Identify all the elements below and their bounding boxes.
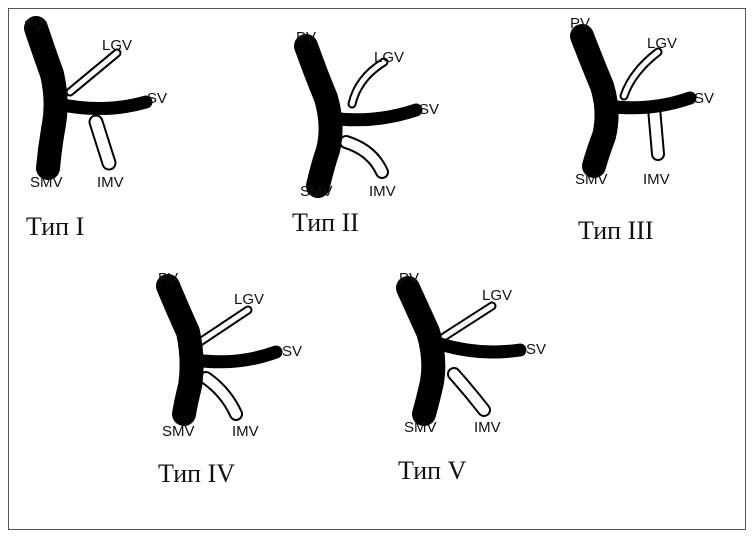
variant-5-lgv-label: LGV — [482, 287, 512, 304]
variant-2-vessels — [294, 34, 423, 198]
variant-2-sv-label: SV — [419, 101, 439, 118]
variant-5: PV LGV SV SMV IMV — [396, 270, 546, 436]
variant-5-splenic-vessel — [433, 337, 527, 359]
figure-frame — [8, 8, 746, 530]
variant-3-sv-label: SV — [694, 90, 714, 107]
variant-5-caption: Тип V — [398, 456, 467, 485]
variant-5-vessels — [396, 276, 527, 426]
variant-3-imv-label: IMV — [643, 171, 670, 188]
variant-5-smv-label: SMV — [404, 419, 437, 436]
variant-1-imv-label: IMV — [97, 174, 124, 191]
variant-4-splenic-vessel — [187, 345, 283, 369]
variant-2-smv-label: SMV — [300, 183, 333, 200]
variant-3-lgv-label: LGV — [647, 35, 677, 52]
variant-3-splenic-vessel — [599, 91, 697, 115]
variant-4-imv-label: IMV — [232, 423, 259, 440]
variant-2-caption: Тип II — [292, 208, 359, 237]
variant-2: PV LGV SV SMV IMV — [294, 29, 439, 200]
variant-3-caption: Тип III — [578, 216, 654, 245]
variant-4-smv-label: SMV — [162, 423, 195, 440]
variant-4-portal-trunk — [156, 274, 204, 426]
variant-3-vessels — [570, 24, 697, 178]
variant-3: PV LGV SV SMV IMV — [570, 15, 714, 188]
variant-3-pv-label: PV — [570, 15, 590, 32]
variant-1-sv-label: SV — [147, 90, 167, 107]
variant-2-lgv-label: LGV — [374, 49, 404, 66]
variant-4: PV LGV SV SMV IMV — [156, 270, 302, 440]
variant-5-imv-label: IMV — [474, 419, 501, 436]
variant-1-vessels — [24, 16, 153, 180]
variant-4-lgv-label: LGV — [234, 291, 264, 308]
variant-2-splenic-vessel — [323, 103, 423, 127]
variant-2-imv-label: IMV — [369, 183, 396, 200]
variant-1: PV LGV SV SMV IMV — [24, 16, 167, 191]
variant-5-portal-trunk — [396, 276, 446, 426]
variant-2-portal-trunk — [294, 34, 343, 198]
variant-5-pv-label: PV — [399, 270, 419, 287]
variant-2-lgv-vessel — [347, 57, 389, 109]
variant-1-caption: Тип I — [26, 212, 85, 241]
variant-4-caption: Тип IV — [158, 459, 235, 488]
variant-1-lgv-label: LGV — [102, 37, 132, 54]
variant-1-splenic-vessel — [51, 95, 153, 115]
variant-1-portal-trunk — [24, 16, 68, 180]
variant-3-smv-label: SMV — [575, 171, 608, 188]
variant-4-vessels — [156, 274, 283, 426]
variant-4-sv-label: SV — [282, 343, 302, 360]
variant-4-pv-label: PV — [158, 270, 178, 287]
variant-1-smv-label: SMV — [30, 174, 63, 191]
variant-5-sv-label: SV — [526, 341, 546, 358]
variant-1-pv-label: PV — [24, 18, 44, 35]
variant-2-pv-label: PV — [296, 29, 316, 46]
